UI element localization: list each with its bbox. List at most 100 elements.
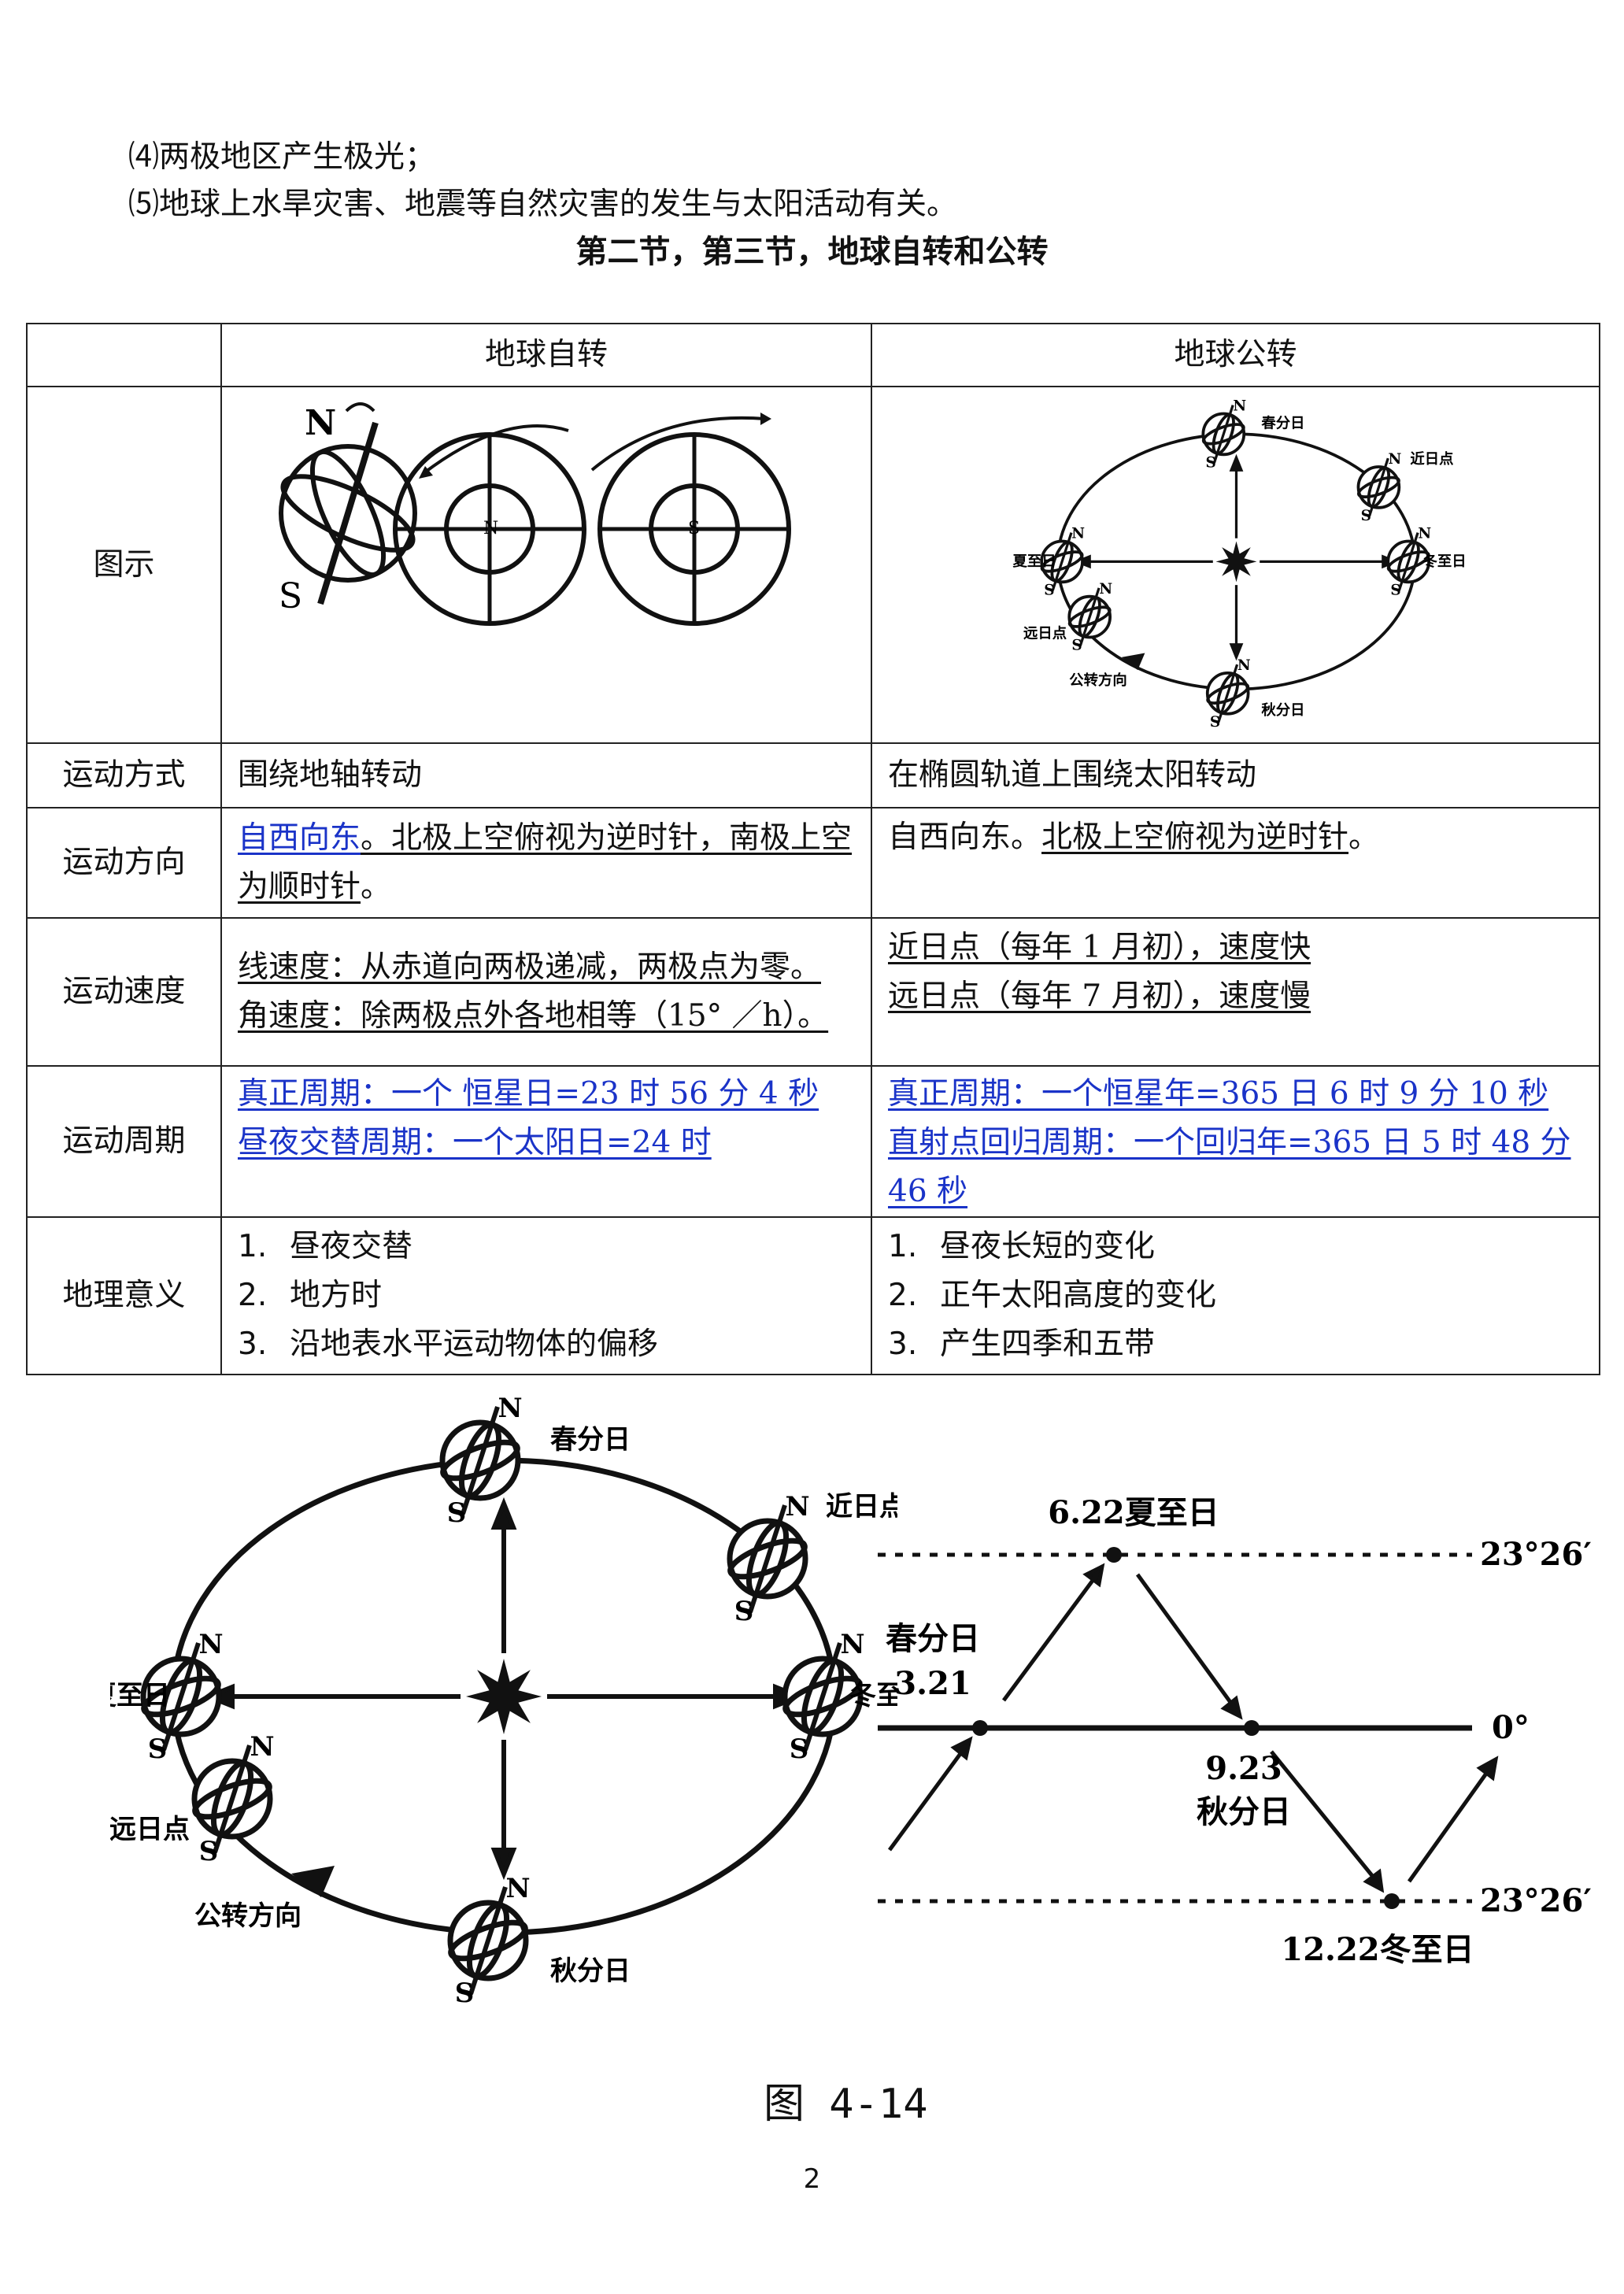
- page-number: 2: [803, 2163, 821, 2195]
- latitude-lines: [878, 1552, 1472, 1904]
- direction-row: 运动方向 自西向东。北极上空俯视为逆时针，南极上空为顺时针。 自西向东。北极上空…: [26, 807, 1600, 919]
- list-item-number: 1.: [888, 1229, 918, 1264]
- globe-s-label: S: [148, 1733, 168, 1765]
- period-revolution-sidereal[interactable]: 真正周期：一个恒星年=365 日 6 时 9 分 10 秒: [888, 1076, 1549, 1112]
- rot-s-label: S: [279, 576, 302, 616]
- period-row-label: 运动周期: [26, 1065, 222, 1218]
- far-point-label: 远日点: [1023, 625, 1067, 642]
- header-revolution: 地球公转: [871, 323, 1600, 387]
- period-revolution-tropical[interactable]: 直射点回归周期：一个回归年=365 日 5 时 48 分 46 秒: [888, 1125, 1571, 1209]
- earth-globe-icon: [140, 1642, 222, 1751]
- earth-globe-icon: [1040, 532, 1084, 591]
- speed-row: 运动速度 线速度：从赤道向两极递减，两极点为零。 角速度：除两极点外各地相等（1…: [26, 917, 1600, 1067]
- list-item: 2.地方时: [238, 1271, 855, 1320]
- list-item-text: 地方时: [290, 1278, 383, 1313]
- near-point-label: 近日点: [1410, 450, 1453, 468]
- summer-solstice-label: 夏至日: [110, 1680, 170, 1711]
- spring-equinox-name: 春分日: [886, 1620, 980, 1657]
- globe-s-label: S: [734, 1596, 754, 1627]
- significance-row: 地理意义 1.昼夜交替 2.地方时 3.沿地表水平运动物体的偏移 1.昼夜长短的…: [26, 1216, 1600, 1375]
- migration-arrows: [887, 1563, 1499, 1893]
- autumn-equinox-label: 秋分日: [1261, 701, 1304, 719]
- diagram-row-label: 图示: [26, 386, 222, 744]
- direction-revolution-a: 自西向东。: [888, 820, 1042, 855]
- mode-revolution: 在椭圆轨道上围绕太阳转动: [871, 742, 1600, 808]
- header-rotation: 地球自转: [220, 323, 872, 387]
- clockwise-arrow-icon: [590, 416, 766, 472]
- direction-revolution: 自西向东。北极上空俯视为逆时针。: [871, 807, 1600, 919]
- direction-revolution-c: 。: [1348, 820, 1380, 855]
- counterclockwise-arrow-icon: [421, 424, 569, 475]
- period-rotation: 真正周期：一个 恒星日=23 时 56 分 4 秒 昼夜交替周期：一个太阳日=2…: [220, 1065, 872, 1218]
- near-point-label: 近日点: [826, 1491, 897, 1523]
- winter-solstice-label: 冬至日: [849, 1680, 897, 1711]
- earth-globe-icon: [191, 1745, 273, 1853]
- tilted-globe: [279, 421, 417, 605]
- sun-icon: [1215, 541, 1257, 583]
- list-item: 2.正午太阳高度的变化: [888, 1271, 1583, 1320]
- tropic-south-label: 23°26′: [1480, 1882, 1592, 1919]
- list-item-number: 2.: [888, 1278, 918, 1313]
- spring-equinox-label: 春分日: [1261, 414, 1304, 431]
- speed-rotation-linear: 线速度：从赤道向两极递减，两极点为零。: [238, 949, 822, 985]
- autumn-equinox-name: 秋分日: [1197, 1793, 1291, 1830]
- globe-n-label: N: [785, 1491, 809, 1523]
- globe-n-label: N: [1071, 526, 1085, 542]
- globe-n-label: N: [1099, 581, 1112, 598]
- revolution-direction-arrow-icon: [291, 1866, 335, 1897]
- summer-solstice-label: 6.22夏至日: [1048, 1494, 1219, 1531]
- autumn-equinox-date: 9.23: [1205, 1750, 1282, 1787]
- list-item-number: 3.: [238, 1326, 268, 1362]
- globe-n-label: N: [250, 1731, 274, 1763]
- globe-n-label: N: [840, 1629, 864, 1660]
- significance-revolution-list: 1.昼夜长短的变化 2.正午太阳高度的变化 3.产生四季和五带: [888, 1223, 1583, 1369]
- earth-globe-icon: [782, 1642, 864, 1751]
- arrowhead-icon: [419, 466, 433, 479]
- direction-rotation: 自西向东。北极上空俯视为逆时针，南极上空为顺时针。: [220, 807, 872, 919]
- period-rotation-solar[interactable]: 昼夜交替周期：一个太阳日=24 时: [238, 1125, 712, 1160]
- globe-s-label: S: [1044, 583, 1054, 599]
- globe-s-label: S: [1210, 714, 1220, 727]
- earth-globe-icon: [1386, 532, 1431, 591]
- direction-rotation-text: 。北极上空俯视为逆时针，南极上空为顺时针: [238, 820, 853, 905]
- significance-row-label: 地理意义: [26, 1216, 222, 1375]
- list-item-text: 产生四季和五带: [940, 1326, 1156, 1362]
- globe-n-label: N: [1233, 398, 1246, 415]
- globe-s-label: S: [1205, 455, 1215, 472]
- significance-rotation-list: 1.昼夜交替 2.地方时 3.沿地表水平运动物体的偏移: [238, 1223, 855, 1369]
- rot-n-label: N: [305, 403, 336, 443]
- arrowhead-icon: [760, 413, 771, 425]
- spin-arrow-icon: [345, 402, 375, 413]
- sun-direct-point-diagram: 6.22夏至日 春分日 3.21 9.23 秋分日 12.22冬至日 23°26…: [878, 1494, 1592, 1968]
- globe-s-label: S: [447, 1497, 467, 1529]
- rotation-diagram: N S N S: [279, 402, 791, 626]
- direction-revolution-b: 北极上空俯视为逆时针: [1041, 820, 1349, 855]
- sun-icon: [466, 1659, 542, 1734]
- direct-point-dots: [972, 1547, 1400, 1909]
- speed-rotation: 线速度：从赤道向两极递减，两极点为零。 角速度：除两极点外各地相等（15° ／h…: [220, 917, 872, 1067]
- earth-motion-table: 地球自转 地球公转 图示 N S: [26, 323, 1600, 1375]
- list-item-number: 1.: [238, 1229, 268, 1264]
- period-row: 运动周期 真正周期：一个 恒星日=23 时 56 分 4 秒 昼夜交替周期：一个…: [26, 1065, 1600, 1218]
- list-item-text: 沿地表水平运动物体的偏移: [290, 1326, 659, 1362]
- rotation-diagram-cell: N S N S: [220, 386, 872, 744]
- speed-rotation-angular: 角速度：除两极点外各地相等（15° ／h）。: [238, 998, 829, 1034]
- list-item: 3.产生四季和五带: [888, 1320, 1583, 1369]
- globe-n-label: N: [1418, 526, 1431, 542]
- globe-s-label: S: [199, 1836, 219, 1867]
- list-item: 1.昼夜长短的变化: [888, 1223, 1583, 1271]
- direction-rotation-end: 。: [361, 869, 392, 905]
- speed-revolution-aphelion: 远日点（每年 7 月初），速度慢: [888, 979, 1311, 1014]
- globe-s-label: S: [455, 1978, 475, 2004]
- direction-row-label: 运动方向: [26, 807, 222, 919]
- speed-row-label: 运动速度: [26, 917, 222, 1067]
- significance-rotation: 1.昼夜交替 2.地方时 3.沿地表水平运动物体的偏移: [220, 1216, 872, 1375]
- period-rotation-sidereal[interactable]: 真正周期：一个 恒星日=23 时 56 分 4 秒: [238, 1076, 819, 1112]
- direction-rotation-link[interactable]: 自西向东: [238, 820, 361, 856]
- winter-solstice-label: 12.22冬至日: [1281, 1931, 1474, 1968]
- revolution-direction-label: 公转方向: [194, 1900, 301, 1932]
- list-item: 3. 沿地表水平运动物体的偏移: [238, 1320, 855, 1369]
- globe-n-label: N: [1237, 657, 1251, 674]
- globe-s-label: S: [790, 1733, 809, 1765]
- globe-s-label: S: [1390, 583, 1400, 599]
